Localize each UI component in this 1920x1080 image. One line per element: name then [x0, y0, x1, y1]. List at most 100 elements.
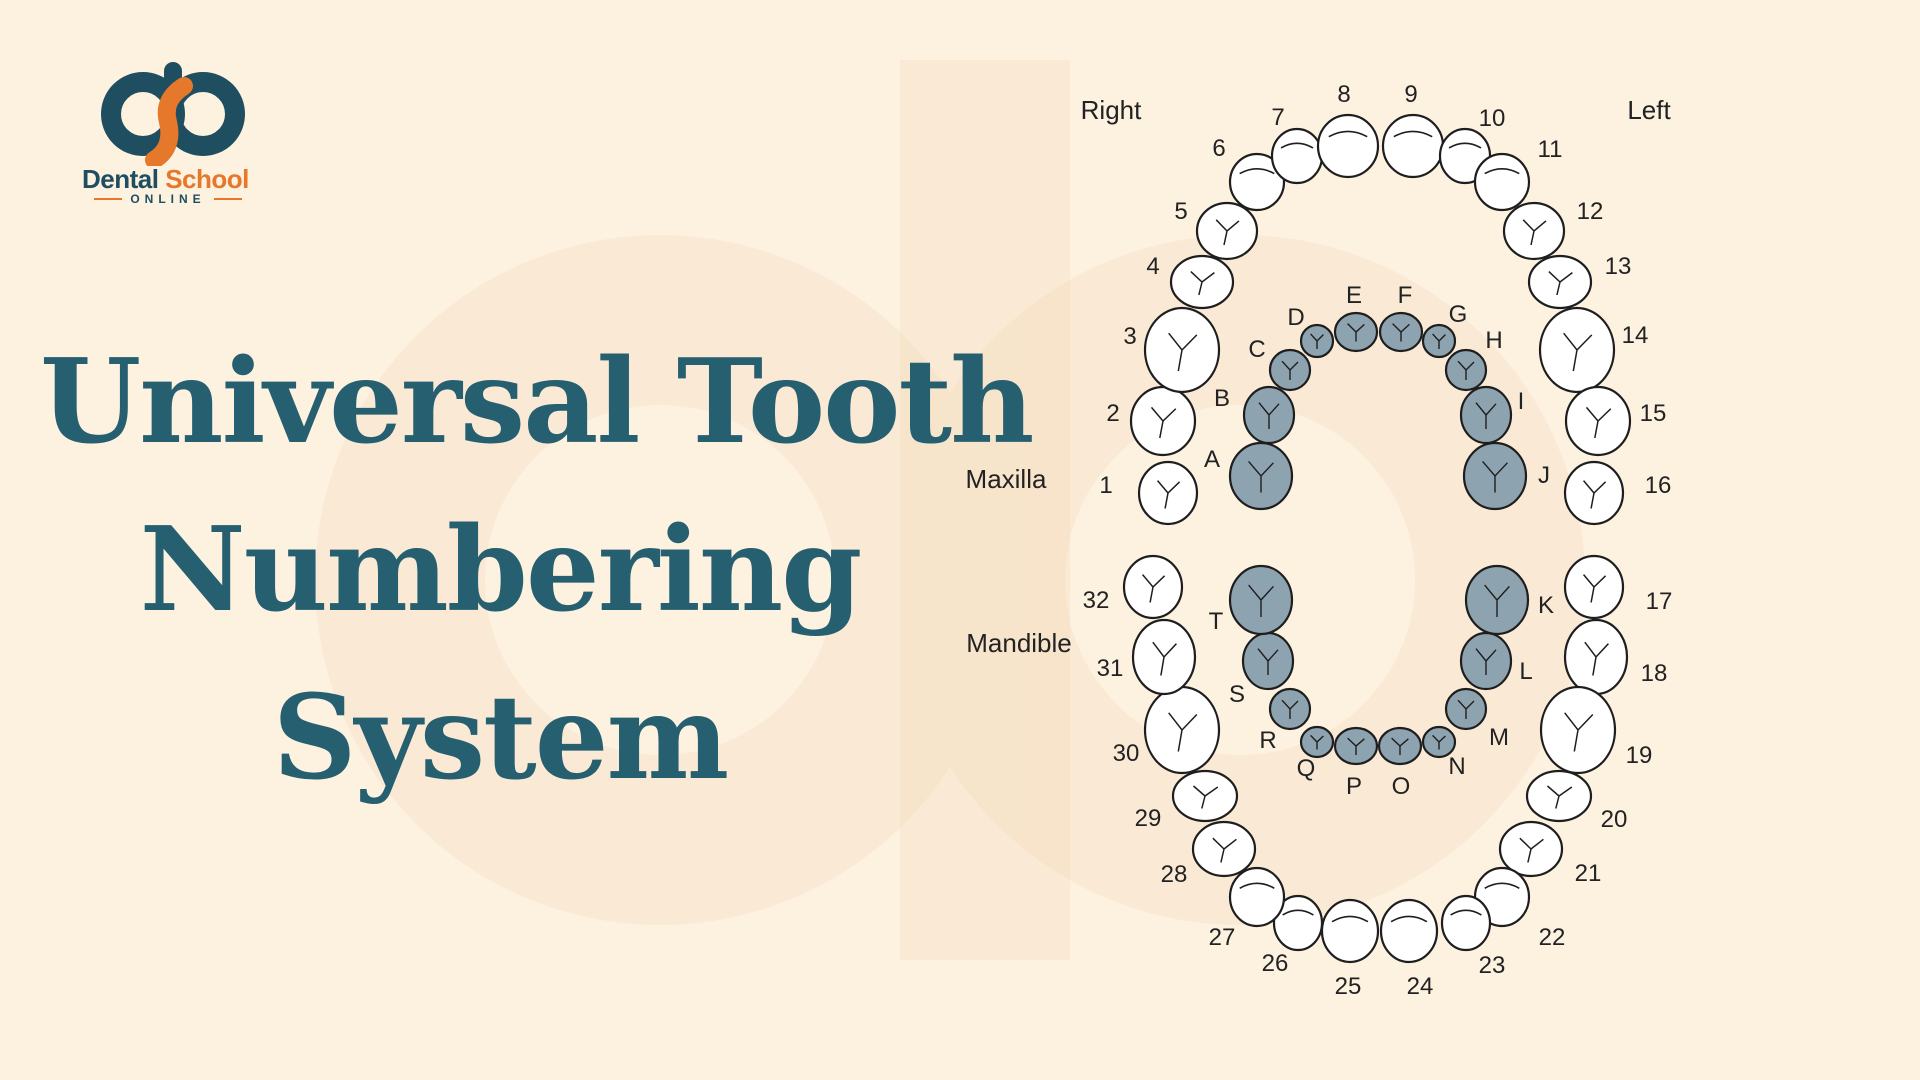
tooth-edge-mark	[1282, 909, 1314, 916]
tooth-fissure-mark	[1152, 641, 1177, 676]
permanent-tooth-2: 2	[1106, 385, 1197, 457]
permanent-tooth-15: 15	[1564, 385, 1666, 457]
permanent-tooth-32: 32	[1083, 554, 1184, 620]
arch-label-mandible: Mandible	[966, 628, 1072, 658]
primary-tooth-F: F	[1378, 282, 1424, 353]
tooth-fissure-mark	[1582, 480, 1607, 509]
tooth-fissure-mark	[1212, 837, 1237, 863]
primary-tooth-letter: C	[1248, 336, 1265, 363]
primary-tooth-letter: G	[1449, 301, 1468, 328]
tooth-edge-mark	[1328, 130, 1368, 138]
permanent-tooth-number: 28	[1161, 861, 1188, 888]
primary-tooth-H: H	[1444, 327, 1503, 392]
primary-tooth-A: A	[1204, 441, 1294, 511]
permanent-tooth-8: 8	[1316, 81, 1380, 179]
primary-tooth-D: D	[1287, 304, 1335, 359]
tooth-fissure-mark	[1258, 402, 1280, 429]
permanent-tooth-number: 30	[1113, 740, 1140, 767]
tooth-fissure-mark	[1564, 712, 1594, 752]
tooth-fissure-mark	[1310, 333, 1324, 349]
permanent-tooth-19: 19	[1539, 685, 1652, 775]
permanent-tooth-17: 17	[1563, 554, 1672, 620]
permanent-tooth-26: 26	[1262, 894, 1324, 977]
tooth-fissure-mark	[1392, 323, 1410, 342]
permanent-tooth-20: 20	[1525, 769, 1628, 833]
permanent-tooth-5: 5	[1174, 198, 1259, 261]
primary-tooth-letter: L	[1519, 658, 1532, 685]
tooth-fissure-mark	[1248, 584, 1274, 617]
primary-tooth-letter: Q	[1297, 755, 1316, 782]
tooth-fissure-mark	[1475, 402, 1497, 429]
tooth-fissure-mark	[1548, 271, 1573, 296]
permanent-tooth-27: 27	[1209, 866, 1286, 951]
tooth-fissure-mark	[1582, 574, 1607, 603]
arch-label-maxilla: Maxilla	[966, 464, 1047, 494]
tooth-fissure-mark	[1168, 712, 1198, 752]
permanent-tooth-number: 29	[1135, 805, 1162, 832]
title-line-3: System	[272, 670, 730, 806]
tooth-crown	[1316, 113, 1380, 179]
permanent-tooth-number: 21	[1575, 860, 1602, 887]
tooth-fissure-mark	[1563, 332, 1593, 372]
tooth-fissure-mark	[1190, 271, 1215, 296]
permanent-tooth-number: 9	[1404, 81, 1417, 108]
permanent-tooth-number: 24	[1407, 973, 1434, 1000]
permanent-tooth-number: 20	[1601, 806, 1628, 833]
primary-tooth-G: G	[1421, 301, 1468, 359]
tooth-fissure-mark	[1432, 333, 1446, 349]
primary-tooth-P: P	[1333, 726, 1379, 800]
primary-tooth-letter: O	[1392, 773, 1411, 800]
permanent-tooth-18: 18	[1563, 618, 1668, 696]
tooth-crown	[1228, 152, 1286, 212]
permanent-tooth-11: 11	[1473, 136, 1562, 212]
tooth-fissure-mark	[1141, 574, 1166, 603]
permanent-tooth-number: 13	[1605, 253, 1632, 280]
brand-name: Dental School	[82, 164, 272, 195]
permanent-tooth-23: 23	[1440, 894, 1505, 979]
tooth-fissure-mark	[1584, 641, 1609, 676]
tooth-fissure-mark	[1215, 219, 1240, 246]
primary-tooth-letter: J	[1538, 462, 1550, 489]
permanent-tooth-16: 16	[1563, 460, 1671, 526]
tooth-fissure-mark	[1522, 219, 1547, 246]
tooth-crown	[1381, 113, 1445, 179]
tooth-fissure-mark	[1248, 461, 1274, 493]
primary-tooth-letter: N	[1448, 753, 1465, 780]
tooth-crown	[1228, 866, 1286, 928]
primary-tooth-I: I	[1459, 385, 1524, 445]
permanent-tooth-number: 22	[1539, 924, 1566, 951]
primary-tooth-E: E	[1333, 282, 1379, 353]
primary-tooth-B: B	[1214, 385, 1296, 445]
tooth-edge-mark	[1448, 142, 1482, 149]
primary-tooth-K: K	[1464, 564, 1554, 636]
tooth-fissure-mark	[1546, 785, 1573, 809]
brand-subtitle-row: ONLINE	[88, 192, 248, 206]
permanent-tooth-14: 14	[1538, 306, 1648, 394]
tooth-fissure-mark	[1281, 360, 1299, 380]
tooth-fissure-mark	[1310, 734, 1324, 750]
tooth-fissure-mark	[1475, 648, 1497, 675]
tooth-crown	[1473, 152, 1531, 212]
tooth-edge-mark	[1331, 915, 1369, 923]
permanent-tooth-number: 18	[1641, 660, 1668, 687]
primary-tooth-letter: H	[1485, 327, 1502, 354]
primary-tooth-Q: Q	[1297, 725, 1335, 782]
permanent-tooth-number: 5	[1174, 198, 1187, 225]
tooth-fissure-mark	[1257, 648, 1279, 675]
tooth-fissure-mark	[1281, 699, 1299, 719]
permanent-tooth-13: 13	[1527, 253, 1632, 310]
brand-logo: Dental School ONLINE	[78, 56, 268, 216]
tooth-crown	[1379, 898, 1439, 964]
permanent-tooth-9: 9	[1381, 81, 1445, 179]
logo-mark-icon	[101, 62, 245, 166]
primary-tooth-T: T	[1209, 564, 1294, 636]
brand-subtitle: ONLINE	[130, 192, 206, 206]
permanent-tooth-22: 22	[1473, 866, 1566, 951]
permanent-tooth-number: 32	[1083, 587, 1110, 614]
permanent-tooth-31: 31	[1097, 618, 1197, 696]
tooth-fissure-mark	[1150, 406, 1177, 439]
